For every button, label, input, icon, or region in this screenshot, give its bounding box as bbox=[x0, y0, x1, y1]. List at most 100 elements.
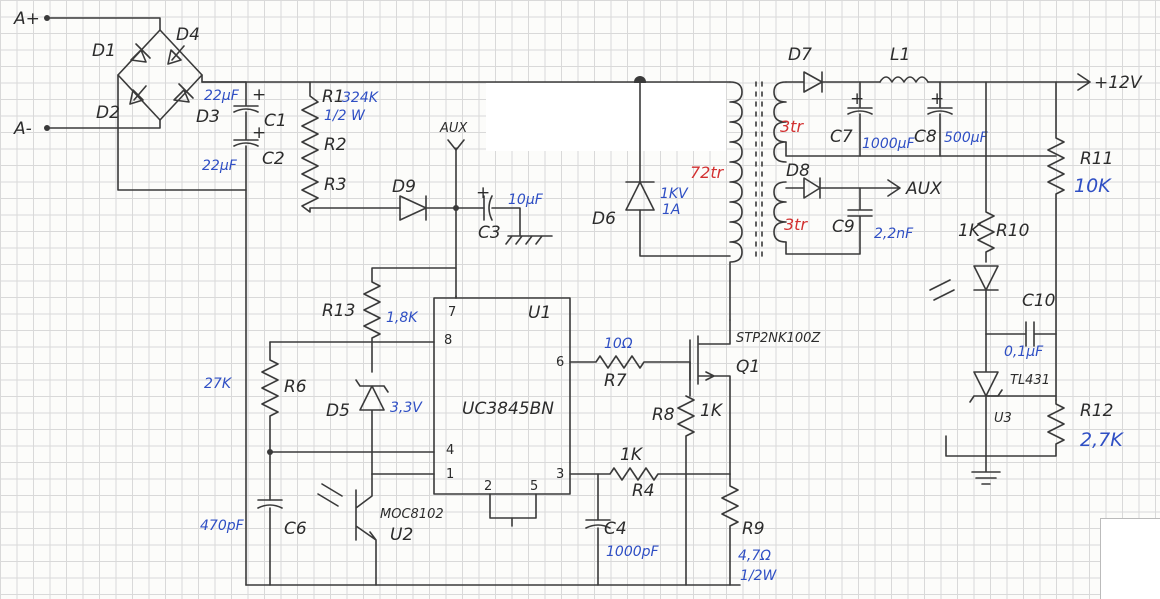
snubber-d6: D6 1KV 1A bbox=[592, 81, 731, 257]
label-c1-value: 22μF bbox=[204, 88, 240, 104]
label-d6-value2: 1A bbox=[662, 202, 680, 218]
output-stage: 10Ω R7 STP2NK100Z Q1 R8 1K 1K R4 C4 1000… bbox=[569, 319, 821, 586]
label-d6-value1: 1KV bbox=[660, 186, 689, 202]
label-r1: R1 bbox=[322, 87, 345, 107]
label-d6: D6 bbox=[592, 209, 616, 229]
label-d5-value: 3,3V bbox=[390, 400, 423, 416]
label-u1-part: UC3845BN bbox=[462, 399, 554, 419]
label-c10-value: 0,1μF bbox=[1004, 344, 1044, 360]
label-d4: D4 bbox=[176, 25, 200, 45]
label-d2: D2 bbox=[96, 103, 120, 123]
svg-text:+: + bbox=[252, 85, 266, 105]
label-r6-value: 27K bbox=[204, 376, 233, 392]
label-aux-out: AUX bbox=[905, 179, 942, 199]
input-capacitors: 22μF C1 22μF C2 + + bbox=[202, 81, 287, 586]
label-c8-value: 500μF bbox=[944, 130, 989, 146]
label-r13: R13 bbox=[322, 301, 355, 321]
pin-2: 2 bbox=[484, 479, 492, 494]
label-u2-part: MOC8102 bbox=[380, 507, 444, 522]
label-l1: L1 bbox=[890, 45, 910, 65]
label-c4-value: 1000pF bbox=[606, 544, 660, 560]
label-r12-value: 2,7K bbox=[1080, 429, 1124, 451]
label-a-minus: A- bbox=[13, 119, 32, 139]
label-r-chain-value: 324K bbox=[342, 90, 380, 106]
label-r7-value: 10Ω bbox=[604, 336, 633, 352]
label-r9: R9 bbox=[742, 519, 765, 539]
label-c1: C1 bbox=[264, 111, 287, 131]
r13-d5: R13 1,8K D5 3,3V bbox=[269, 267, 457, 475]
label-r9-power: 1/2W bbox=[740, 568, 778, 584]
d9-aux-node: AUX D9 + 10μF C3 bbox=[392, 121, 553, 299]
pin-7: 7 bbox=[448, 305, 456, 320]
svg-text:+: + bbox=[850, 89, 864, 109]
label-r-chain-power: 1/2 W bbox=[324, 108, 366, 124]
bridge-labels: A+ A- D1 D4 D2 D3 bbox=[13, 9, 220, 139]
label-d8: D8 bbox=[786, 161, 810, 181]
pin-5: 5 bbox=[530, 479, 538, 494]
label-r11: R11 bbox=[1080, 149, 1113, 169]
svg-text:+: + bbox=[252, 123, 266, 143]
secondary-output: + + D7 L1 +12V C7 1000μF C8 500μF bbox=[785, 45, 1143, 157]
label-r2: R2 bbox=[324, 135, 347, 155]
label-r9-value: 4,7Ω bbox=[738, 548, 771, 564]
label-u3: U3 bbox=[994, 411, 1012, 426]
label-d1: D1 bbox=[92, 41, 116, 61]
label-c8: C8 bbox=[914, 127, 937, 147]
label-12v: +12V bbox=[1094, 73, 1143, 93]
label-c10: C10 bbox=[1022, 291, 1056, 311]
label-d7: D7 bbox=[788, 45, 812, 65]
label-r10: R10 bbox=[996, 221, 1029, 241]
label-u2: U2 bbox=[390, 525, 413, 545]
label-r3: R3 bbox=[324, 175, 347, 195]
label-a-plus: A+ bbox=[13, 9, 40, 29]
label-turns-secondary-2: 3tr bbox=[784, 215, 808, 234]
label-d3: D3 bbox=[196, 107, 220, 127]
pin-3: 3 bbox=[556, 467, 564, 482]
label-c7-value: 1000μF bbox=[862, 136, 916, 152]
controller-u1: U1 UC3845BN 7 8 6 4 1 2 5 3 bbox=[433, 295, 571, 527]
label-r10-value: 1K bbox=[958, 221, 982, 241]
svg-text:+: + bbox=[476, 183, 490, 203]
label-r12: R12 bbox=[1080, 401, 1113, 421]
label-c4: C4 bbox=[604, 519, 627, 539]
label-turns-primary: 72tr bbox=[690, 163, 725, 182]
label-r8: R8 bbox=[652, 405, 675, 425]
secondary-aux: D8 AUX C9 2,2nF bbox=[785, 161, 942, 255]
label-d5: D5 bbox=[326, 401, 350, 421]
label-c3-value: 10μF bbox=[508, 192, 544, 208]
label-u1: U1 bbox=[528, 303, 551, 323]
label-c7: C7 bbox=[830, 127, 853, 147]
blank-region bbox=[486, 83, 726, 151]
pin-8: 8 bbox=[444, 333, 452, 348]
label-r8-value: 1K bbox=[700, 401, 724, 421]
bridge-rectifier bbox=[117, 29, 247, 191]
r6-c6: R6 27K C6 470pF bbox=[200, 341, 435, 586]
label-r13-value: 1,8K bbox=[386, 310, 419, 326]
paper-corner bbox=[1100, 518, 1160, 599]
label-q1: Q1 bbox=[736, 357, 760, 377]
optocoupler-u2: MOC8102 U2 bbox=[317, 473, 444, 586]
pin-6: 6 bbox=[556, 355, 564, 370]
pin-4: 4 bbox=[446, 443, 454, 458]
label-c2: C2 bbox=[262, 149, 285, 169]
label-d9: D9 bbox=[392, 177, 416, 197]
label-r7: R7 bbox=[604, 371, 627, 391]
label-aux-top: AUX bbox=[439, 121, 468, 136]
startup-resistors: R1 324K 1/2 W R2 R3 bbox=[301, 81, 401, 213]
label-c9: C9 bbox=[832, 217, 855, 237]
label-c2-value: 22μF bbox=[202, 158, 238, 174]
label-c3: C3 bbox=[478, 223, 501, 243]
label-r11-value: 10K bbox=[1074, 175, 1112, 197]
label-c6: C6 bbox=[284, 519, 307, 539]
label-turns-secondary-1: 3tr bbox=[780, 117, 804, 136]
label-r4: R4 bbox=[632, 481, 655, 501]
input-wires bbox=[44, 15, 161, 131]
label-c6-value: 470pF bbox=[200, 518, 245, 534]
label-c9-value: 2,2nF bbox=[874, 226, 914, 242]
feedback-network: R11 10K 1K R10 C10 0,1μF TL431 U3 R12 2,… bbox=[929, 81, 1124, 485]
label-r6: R6 bbox=[284, 377, 307, 397]
svg-text:+: + bbox=[930, 89, 944, 109]
transformer: 72tr 3tr 3tr bbox=[690, 81, 808, 321]
label-u3-part: TL431 bbox=[1010, 373, 1050, 388]
